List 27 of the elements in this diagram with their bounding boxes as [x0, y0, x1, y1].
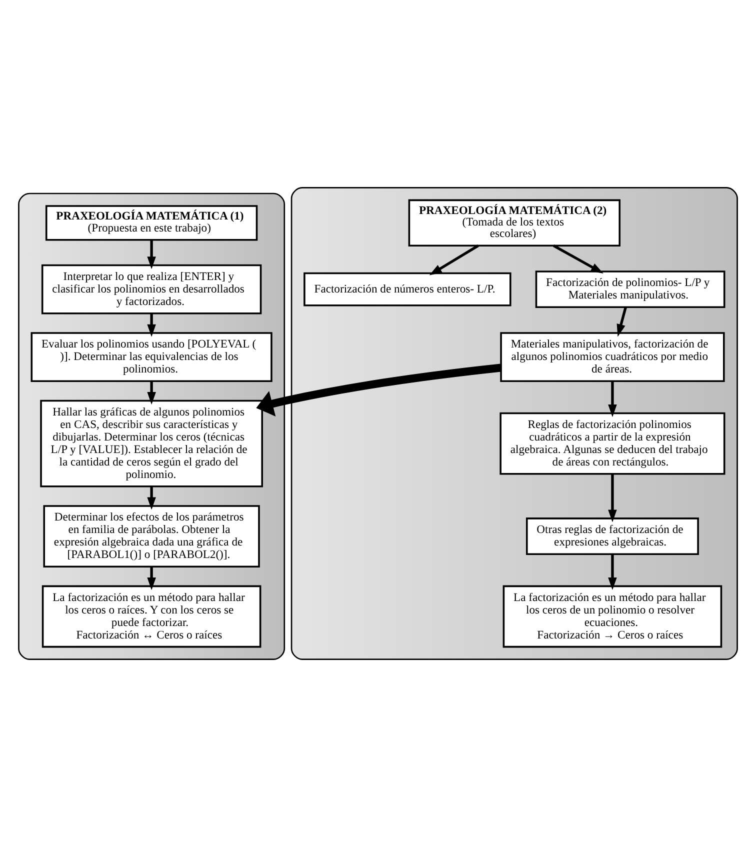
- node-box: Evaluar los polinomios usando [POLYEVAL ( )]. Determinar las equivalencias de los polinomios.: [30, 332, 272, 382]
- arrow: [147, 486, 156, 510]
- arrow: [147, 566, 156, 590]
- arrow: [147, 240, 156, 269]
- arrow: [552, 244, 604, 273]
- node-box: Factorización de números enteros- L/P.: [304, 272, 512, 306]
- node-box: Factorización de polinomios- L/P y Materiales manipulativos.: [535, 270, 726, 308]
- node-box: Determinar los efectos de los parámetros en familia de parábolas. Obtener la expresión algebraica dada una gráfica de [PARABOL1()] o [PARABOL2()].: [43, 504, 260, 567]
- arrow: [147, 313, 156, 336]
- node-box: PRAXEOLOGÍA MATEMÁTICA (2) (Tomada de los textos escolares): [408, 198, 620, 246]
- arrow: [147, 380, 156, 404]
- arrow: [256, 363, 502, 416]
- cluster: [18, 192, 286, 660]
- node-box: Reglas de factorización polinomios cuadráticos a partir de la expresión algebraica. Algunas se deducen del trabajo de áreas con rectángulos.: [500, 412, 726, 474]
- arrow: [608, 380, 617, 417]
- node-box: Hallar las gráficas de algunos polinomios en CAS, describir sus características y dibujarlas. Determinar los ceros (técnicas L/P y [VALUE]). Establecer la relación de la cantidad de ceros según el grado del polinomio.: [40, 399, 263, 487]
- arrow: [608, 473, 617, 522]
- arrow: [616, 306, 627, 336]
- node-box: La factorización es un método para hallar los ceros o raíces. Y con los ceros se puede factorizar. Factorización ↔ Ceros o raíces: [42, 584, 262, 648]
- node-box: La factorización es un método para hallar los ceros de un polinomio o resolver ecuaciones. Factorización → Ceros o raíces: [502, 584, 722, 648]
- cluster: [290, 186, 738, 660]
- arrow: [429, 244, 479, 275]
- node-box: PRAXEOLOGÍA MATEMÁTICA (1) (Propuesta en este trabajo): [45, 204, 258, 240]
- node-box: Otras reglas de factorización de expresiones algebraicas.: [526, 517, 699, 554]
- arrow: [608, 554, 617, 590]
- node-box: Interpretar lo que realiza [ENTER] y clasificar los polinomios en desarrollados y factorizados.: [41, 264, 262, 314]
- node-box: Materiales manipulativos, factorización de algunos polinomios cuadráticos por medio de áreas.: [500, 332, 725, 382]
